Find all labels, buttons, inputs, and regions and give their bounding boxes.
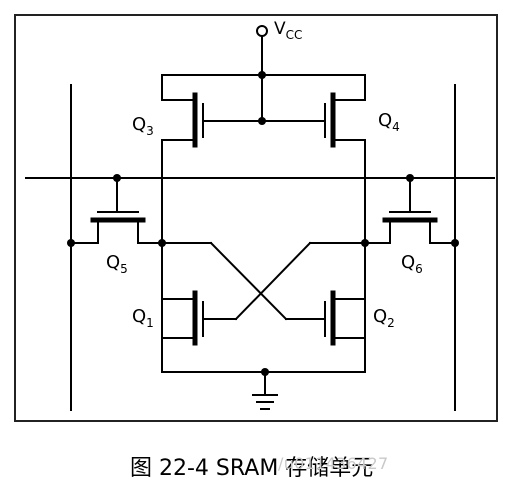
vcc-label: VCC: [274, 19, 302, 42]
junction-dot: [361, 239, 369, 247]
transistor-q4: [324, 74, 366, 179]
ground-icon: [252, 394, 278, 410]
q1-label: Q1: [132, 306, 154, 330]
transistor-q1: [161, 290, 204, 346]
junction-dot: [67, 239, 75, 247]
figure-frame: [14, 14, 498, 422]
transistor-q5: [70, 177, 163, 244]
cross-wire-right-diag: [234, 241, 312, 321]
watermark-text: /u011436427: [278, 454, 389, 473]
junction-dot: [406, 174, 414, 182]
q6-label: Q6: [401, 252, 423, 276]
junction-dot: [158, 239, 166, 247]
junction-dot: [258, 117, 266, 125]
transistor-q3: [161, 74, 204, 179]
vcc-terminal: [256, 25, 268, 37]
transistor-q2: [324, 290, 366, 346]
junction-dot: [113, 174, 121, 182]
junction-dot: [258, 71, 266, 79]
junction-dot: [261, 368, 269, 376]
junction-dots: [67, 71, 459, 376]
junction-dot: [451, 239, 459, 247]
transistor-q6: [364, 177, 456, 244]
figure-caption: 图 22-4 SRAM 存储单元 /u011436427: [0, 448, 512, 482]
q4-label: Q4: [378, 110, 400, 134]
caption-text: 图 22-4 SRAM 存储单元: [130, 456, 374, 481]
q5-label: Q5: [106, 252, 128, 276]
cross-wire-left-diag: [209, 241, 288, 321]
q3-label: Q3: [132, 114, 154, 138]
q2-label: Q2: [373, 306, 395, 330]
